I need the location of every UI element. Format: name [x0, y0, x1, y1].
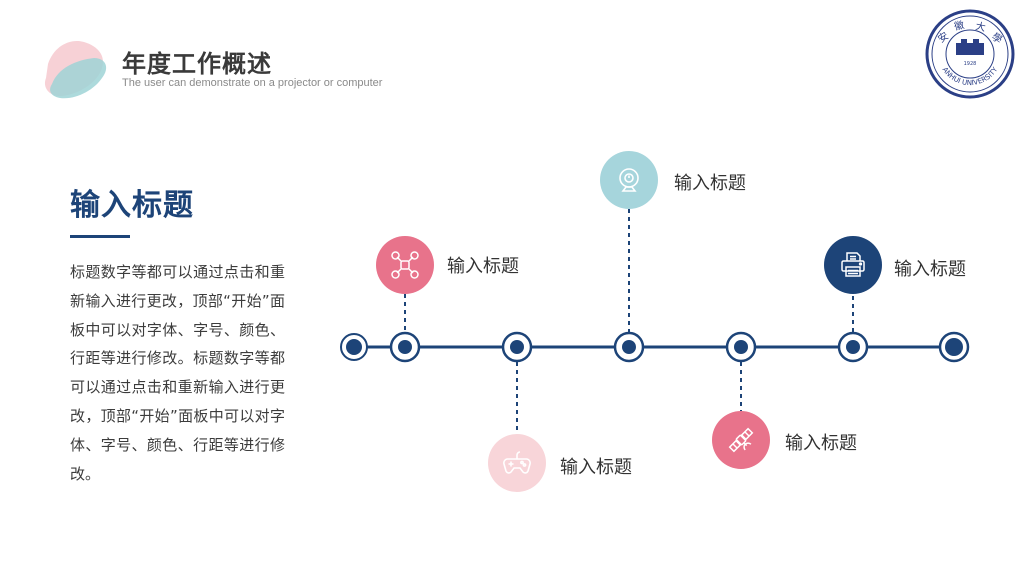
timeline-node-1[interactable] [376, 236, 434, 294]
seal-year: 1928 [964, 61, 977, 67]
page-subtitle: The user can demonstrate on a projector … [122, 77, 383, 89]
timeline-node-3[interactable] [600, 151, 658, 209]
timeline-label-1: 输入标题 [447, 256, 519, 277]
timeline-label-3: 输入标题 [674, 173, 746, 194]
timeline-dot-5 [837, 331, 869, 363]
timeline-end-dot [938, 331, 970, 363]
university-seal-logo: 安 徽 大 學 1928 ANHUI UNIVERSITY [925, 9, 1015, 99]
page-title: 年度工作概述 [122, 50, 272, 78]
timeline-label-4: 输入标题 [785, 433, 857, 454]
title-underline [70, 235, 130, 238]
timeline-node-5[interactable] [824, 236, 882, 294]
timeline-dot-2 [501, 331, 533, 363]
timeline-label-2: 输入标题 [560, 457, 632, 478]
brush-stroke-decoration [44, 40, 107, 99]
timeline-dot-3 [613, 331, 645, 363]
seal-char-2: 徽 [953, 18, 965, 33]
timeline-dot-4 [725, 331, 757, 363]
webcam-icon [619, 168, 639, 192]
printer-icon [841, 252, 865, 277]
timeline-dot-1 [389, 331, 421, 363]
timeline-start-dot [340, 333, 368, 361]
section-body-text: 标题数字等都可以通过点击和重新输入进行更改，顶部“开始”面板中可以对字体、字号、… [70, 263, 285, 483]
seal-char-3: 大 [974, 19, 986, 34]
section-title: 输入标题 [70, 188, 194, 223]
game-controller-icon [503, 451, 531, 474]
timeline-node-2[interactable] [488, 434, 546, 492]
timeline-label-5: 输入标题 [894, 259, 966, 280]
satellite-icon [728, 427, 754, 453]
timeline-node-4[interactable] [712, 411, 770, 469]
drone-icon [391, 251, 419, 279]
